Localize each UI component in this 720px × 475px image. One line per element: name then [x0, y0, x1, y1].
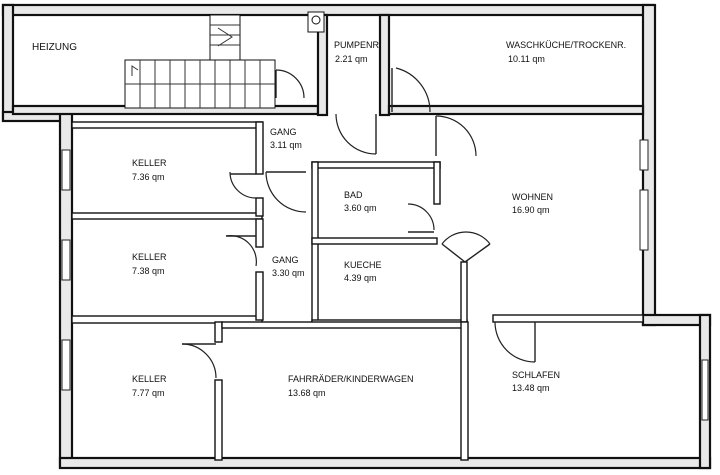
label-fahrraeder-name: FAHRRÄDER/KINDERWAGEN	[288, 374, 414, 384]
label-waschkueche-name: WASCHKÜCHE/TROCKENR.	[506, 40, 626, 50]
label-schlafen-area: 13.48 qm	[512, 383, 550, 393]
doors	[181, 67, 536, 379]
label-schlafen-name: SCHLAFEN	[512, 370, 560, 380]
interior-walls	[11, 13, 645, 461]
label-kueche-name: KUECHE	[344, 260, 382, 270]
label-keller1-name: KELLER	[132, 158, 167, 168]
label-wohnen-area: 16.90 qm	[512, 205, 550, 215]
label-heizung-name: HEIZUNG	[32, 42, 77, 53]
equipment-box	[307, 11, 325, 33]
label-keller3-name: KELLER	[132, 374, 167, 384]
label-gang2-area: 3.30 qm	[272, 268, 305, 278]
label-wohnen-name: WOHNEN	[512, 192, 553, 202]
label-waschkueche-area: 10.11 qm	[508, 54, 545, 64]
label-keller1-area: 7.36 qm	[132, 172, 165, 182]
windows	[61, 139, 709, 421]
label-keller2-name: KELLER	[132, 252, 167, 262]
label-fahrraeder-area: 13.68 qm	[288, 388, 326, 398]
label-keller3-area: 7.77 qm	[132, 388, 165, 398]
label-gang2-name: GANG	[272, 255, 299, 265]
label-kueche-area: 4.39 qm	[344, 273, 377, 283]
label-gang1-name: GANG	[270, 127, 297, 137]
outer-walls	[1, 3, 712, 470]
label-pumpenraum-area: 2.21 qm	[335, 54, 368, 64]
label-bad-area: 3.60 qm	[344, 203, 377, 213]
room-labels: HEIZUNG PUMPENR. 2.21 qm WASCHKÜCHE/TROC…	[32, 40, 626, 398]
label-bad-name: BAD	[344, 190, 363, 200]
label-pumpenraum-name: PUMPENR.	[334, 40, 382, 50]
label-keller2-area: 7.38 qm	[132, 266, 165, 276]
label-gang1-area: 3.11 qm	[270, 140, 302, 150]
staircase	[124, 14, 276, 109]
